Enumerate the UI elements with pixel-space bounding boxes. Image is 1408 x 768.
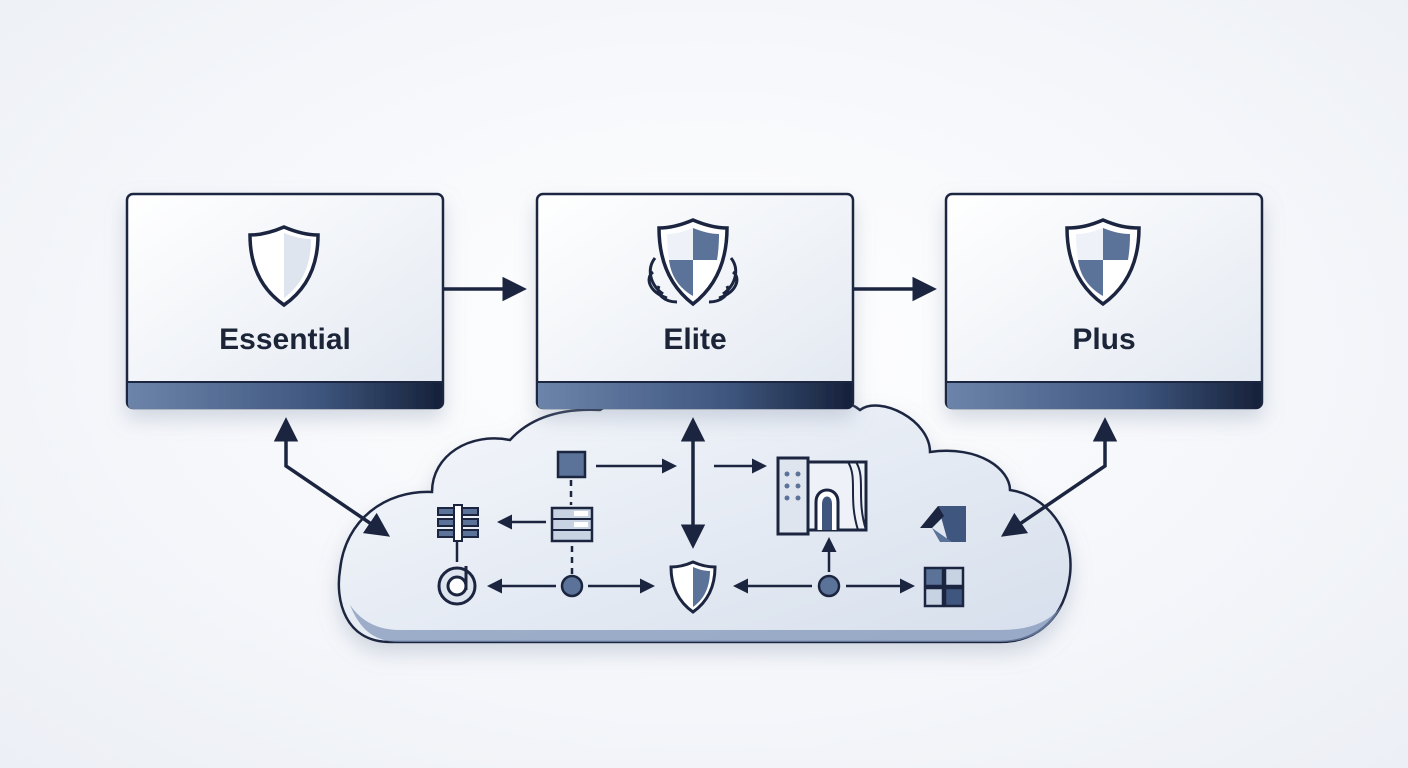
server-rack-icon (550, 506, 594, 543)
connector-essential-cloud (273, 417, 391, 537)
cloud-provider-icon (920, 506, 966, 542)
circle-node-icon (560, 574, 584, 598)
sync-cycle-icon (437, 566, 477, 606)
circle-node-icon (817, 574, 841, 598)
shield-icon (248, 225, 320, 308)
tier-label-essential: Essential (219, 323, 351, 356)
laurel-shield-icon (647, 218, 739, 307)
tier-label-plus: Plus (1072, 323, 1135, 356)
connector-plus-cloud (1000, 417, 1118, 537)
tier-label-elite: Elite (663, 323, 726, 356)
shield-icon (669, 560, 717, 614)
cloud-base-band (350, 605, 1062, 642)
database-stack-icon (437, 504, 479, 542)
square-node-icon (556, 450, 587, 479)
checkered-shield-icon (1065, 218, 1141, 307)
app-grid-icon (923, 566, 965, 608)
data-center-icon (776, 456, 868, 536)
